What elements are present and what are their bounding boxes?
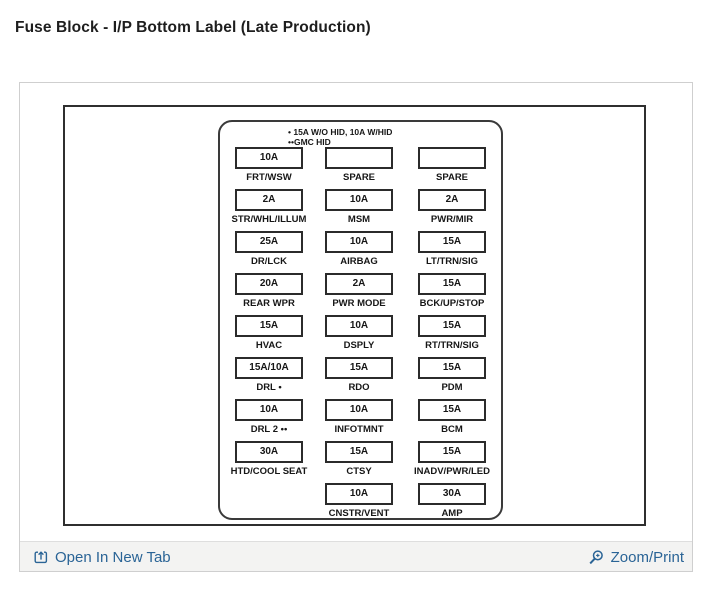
fuse-label: DRL 2 •• [250,424,288,435]
open-in-new-tab-label: Open In New Tab [55,548,171,566]
fuse-box: 15A [418,315,486,337]
fuse-box: 15A [235,315,303,337]
fuse-label: AMP [441,508,463,519]
fuse-box [418,147,486,169]
zoom-print-link[interactable]: Zoom/Print [588,542,684,572]
fuse-box: 15A [418,357,486,379]
fuse-label: AIRBAG [340,256,378,267]
fuse-grid: 10A FRT/WSW SPARE SPARE 2A STR/WHL/ILLUM 10A MS… [220,122,501,519]
magnifier-icon [588,549,605,566]
fuse-label: STR/WHL/ILLUM [231,214,307,225]
note-line-1: • 15A W/O HID, 10A W/HID [288,127,393,137]
fuse-box: 2A [325,273,393,295]
fuse-panel: • 15A W/O HID, 10A W/HID ••GMC HID 10A FR… [218,120,503,520]
fuse-label: CNSTR/VENT [328,508,390,519]
fuse-box: 10A [325,483,393,505]
fuse-label: INADV/PWR/LED [414,466,490,477]
fuse-label: BCK/UP/STOP [419,298,485,309]
fuse-label: PWR/MIR [430,214,474,225]
fuse-label: CTSY [346,466,372,477]
fuse-label: SPARE [342,172,376,183]
fuse-box: 30A [235,441,303,463]
fuse-label: HVAC [255,340,283,351]
fuse-box: 25A [235,231,303,253]
fuse-label: INFOTMNT [334,424,384,435]
fuse-label: FRT/WSW [246,172,292,183]
fuse-label: DRL • [256,382,282,393]
fuse-box: 20A [235,273,303,295]
fuse-box: 15A [418,231,486,253]
fuse-box: 15A [418,273,486,295]
fuse-notes: • 15A W/O HID, 10A W/HID ••GMC HID [288,127,392,147]
fuse-box: 15A [418,441,486,463]
fuse-label: BCM [441,424,463,435]
fuse-label: LT/TRN/SIG [425,256,479,267]
fuse-box: 10A [325,399,393,421]
fuse-label: MSM [347,214,371,225]
fuse-box [325,147,393,169]
page-title: Fuse Block - I/P Bottom Label (Late Prod… [15,19,371,36]
fuse-box: 2A [418,189,486,211]
fuse-label: RT/TRN/SIG [425,340,479,351]
footer-bar: Open In New Tab Zoom/Print [20,541,692,571]
fuse-label: PWR MODE [332,298,386,309]
fuse-box: 10A [325,231,393,253]
fuse-box: 15A/10A [235,357,303,379]
fuse-box: 15A [325,357,393,379]
open-in-new-tab-link[interactable]: Open In New Tab [33,542,171,572]
fuse-label: REAR WPR [243,298,295,309]
fuse-box: 10A [325,315,393,337]
fuse-label: RDO [348,382,370,393]
diagram-frame: • 15A W/O HID, 10A W/HID ••GMC HID 10A FR… [63,105,646,526]
fuse-box: 15A [325,441,393,463]
fuse-box: 30A [418,483,486,505]
fuse-label: DSPLY [343,340,375,351]
fuse-box: 15A [418,399,486,421]
fuse-label: SPARE [435,172,469,183]
fuse-label: DR/LCK [251,256,287,267]
fuse-box: 10A [235,399,303,421]
fuse-box: 10A [235,147,303,169]
zoom-print-label: Zoom/Print [610,548,684,566]
fuse-box: 2A [235,189,303,211]
fuse-box: 10A [325,189,393,211]
fuse-label: HTD/COOL SEAT [230,466,308,477]
open-in-new-tab-icon [33,549,49,565]
fuse-label: PDM [441,382,463,393]
note-line-2: ••GMC HID [288,137,331,147]
diagram-container: • 15A W/O HID, 10A W/HID ••GMC HID 10A FR… [19,82,693,572]
